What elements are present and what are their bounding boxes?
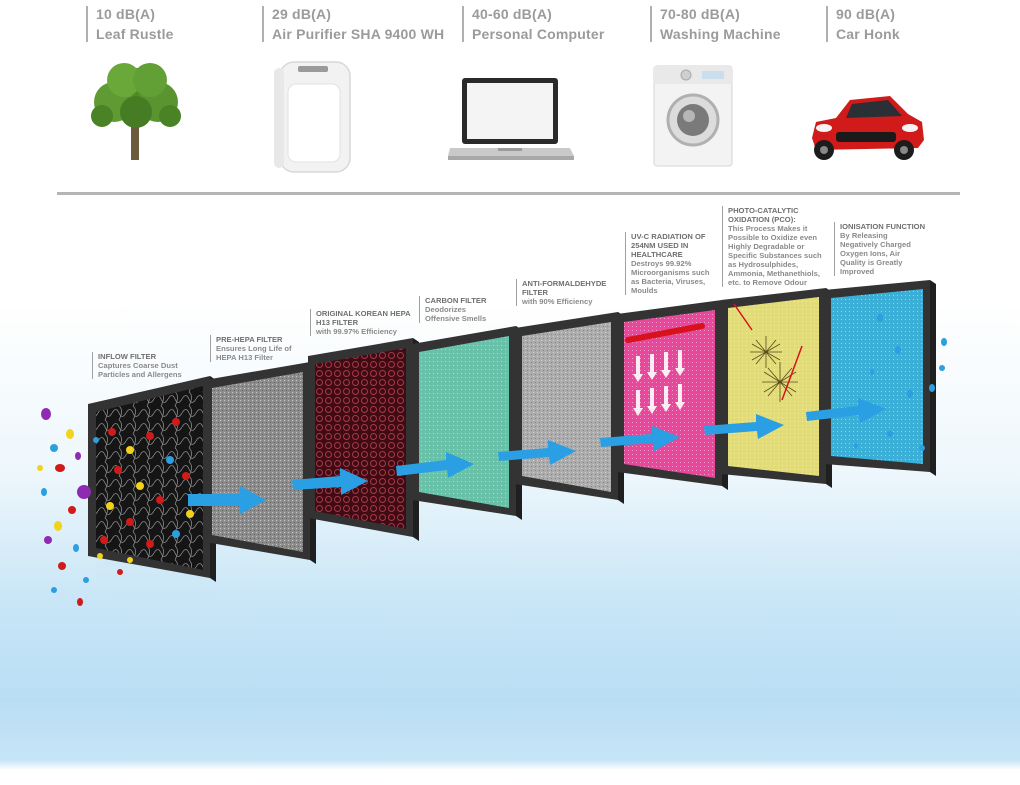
filter-desc-line: etc. to Remove Odour	[728, 278, 807, 287]
filter-desc-line: Quality is Greatly	[840, 258, 903, 267]
filter-title: ORIGINAL KOREAN HEPA H13 FILTER	[316, 309, 411, 327]
filter-title: IONISATION FUNCTION	[840, 222, 926, 231]
filter-title: PHOTO-CATALYTIC OXIDATION (PCO):	[728, 206, 799, 224]
filter-label-hepa: ORIGINAL KOREAN HEPA H13 FILTER with 99.…	[310, 309, 412, 336]
filter-panel-prehepa	[205, 362, 316, 564]
noise-marker	[462, 6, 464, 42]
laptop-image	[448, 78, 574, 160]
filter-desc-line: This Process Makes it	[728, 224, 808, 233]
tree-image	[91, 63, 181, 160]
filter-desc-line: Particles and Allergens	[98, 370, 182, 379]
noise-source-name: Personal Computer	[472, 26, 605, 42]
airflow-arrow	[806, 398, 886, 423]
filter-title: UV-C RADIATION OF 254NM USED IN HEALTHCA…	[631, 232, 706, 259]
filter-label-formaldehyde: ANTI-FORMALDEHYDE FILTER with 90% Effici…	[516, 279, 614, 306]
filter-desc-line: Microorganisms such	[631, 268, 710, 277]
airflow-arrow	[600, 426, 680, 451]
noise-level-db: 90 dB(A)	[836, 6, 896, 22]
washing-machine-image	[653, 65, 733, 167]
filter-label-uvc: UV-C RADIATION OF 254NM USED IN HEALTHCA…	[625, 232, 715, 295]
filter-desc-line: as Bacteria, Viruses,	[631, 277, 706, 286]
noise-marker	[650, 6, 652, 42]
filter-panel-ion	[824, 280, 936, 476]
airflow-arrows	[188, 398, 886, 514]
filter-panel-pco	[721, 288, 832, 488]
noise-marker	[86, 6, 88, 42]
filter-title: PRE-HEPA FILTER	[216, 335, 283, 344]
filter-desc-line: with 90% Efficiency	[522, 297, 593, 306]
filter-label-ion: IONISATION FUNCTION By Releasing Negativ…	[834, 222, 940, 276]
noise-marker	[826, 6, 828, 42]
noise-source-name: Washing Machine	[660, 26, 781, 42]
filter-panel-uvc	[617, 300, 728, 490]
car-image	[812, 96, 924, 160]
filter-label-pco: PHOTO-CATALYTIC OXIDATION (PCO): This Pr…	[722, 206, 828, 287]
filter-desc-line: Destroys 99.92%	[631, 259, 692, 268]
noise-marker	[262, 6, 264, 42]
noise-level-db: 70-80 dB(A)	[660, 6, 740, 22]
airflow-arrow	[704, 414, 784, 439]
noise-level-db: 40-60 dB(A)	[472, 6, 552, 22]
airflow-arrow	[396, 452, 474, 478]
noise-source-name: Leaf Rustle	[96, 26, 174, 42]
filter-desc-line: Improved	[840, 267, 875, 276]
airflow-arrow	[188, 486, 266, 514]
filter-desc-line: Negatively Charged	[840, 240, 911, 249]
ion-particles	[854, 314, 947, 451]
filter-desc-line: Captures Coarse Dust	[98, 361, 178, 370]
filter-desc-line: Deodorizes	[425, 305, 466, 314]
noise-source-name: Car Honk	[836, 26, 900, 42]
filter-panel-hepa	[308, 338, 419, 541]
filter-label-prehepa: PRE-HEPA FILTER Ensures Long Life of HEP…	[210, 335, 316, 362]
filter-title: ANTI-FORMALDEHYDE FILTER	[522, 279, 607, 297]
noise-level-db: 10 dB(A)	[96, 6, 156, 22]
filter-panel-inflow	[88, 376, 216, 616]
filter-panel-carbon	[412, 326, 522, 520]
filter-desc-line: with 99.97% Efficiency	[316, 327, 398, 336]
filter-desc-line: Specific Substances such	[728, 251, 822, 260]
filter-desc-line: Moulds	[631, 286, 658, 295]
filter-desc-line: Possible to Oxidize even	[728, 233, 818, 242]
filter-title: INFLOW FILTER	[98, 352, 157, 361]
filter-label-carbon: CARBON FILTER Deodorizes Offensive Smell…	[419, 296, 515, 323]
airflow-arrow	[498, 440, 576, 465]
filter-desc-line: Ammonia, Methanethiols,	[728, 269, 820, 278]
filter-desc-line: Highly Degradable or	[728, 242, 805, 251]
filter-label-inflow: INFLOW FILTER Captures Coarse Dust Parti…	[92, 352, 208, 379]
filter-desc-line: Oxygen Ions, Air	[840, 249, 901, 258]
filter-title: CARBON FILTER	[425, 296, 487, 305]
filter-desc-line: By Releasing	[840, 231, 888, 240]
filter-panel-formaldehyde	[515, 312, 624, 504]
trapped-particles	[100, 418, 194, 548]
air-purifier-image	[274, 61, 351, 173]
filter-desc-line: as Hydrosulphides,	[728, 260, 799, 269]
filter-desc-line: Ensures Long Life of	[216, 344, 292, 353]
noise-source-name: Air Purifier SHA 9400 WH	[272, 26, 445, 42]
filter-desc-line: HEPA H13 Filter	[216, 353, 273, 362]
section-divider	[57, 192, 960, 195]
airflow-arrow	[292, 468, 368, 495]
dust-particles	[37, 408, 133, 606]
noise-level-db: 29 dB(A)	[272, 6, 332, 22]
filter-desc-line: Offensive Smells	[425, 314, 487, 323]
